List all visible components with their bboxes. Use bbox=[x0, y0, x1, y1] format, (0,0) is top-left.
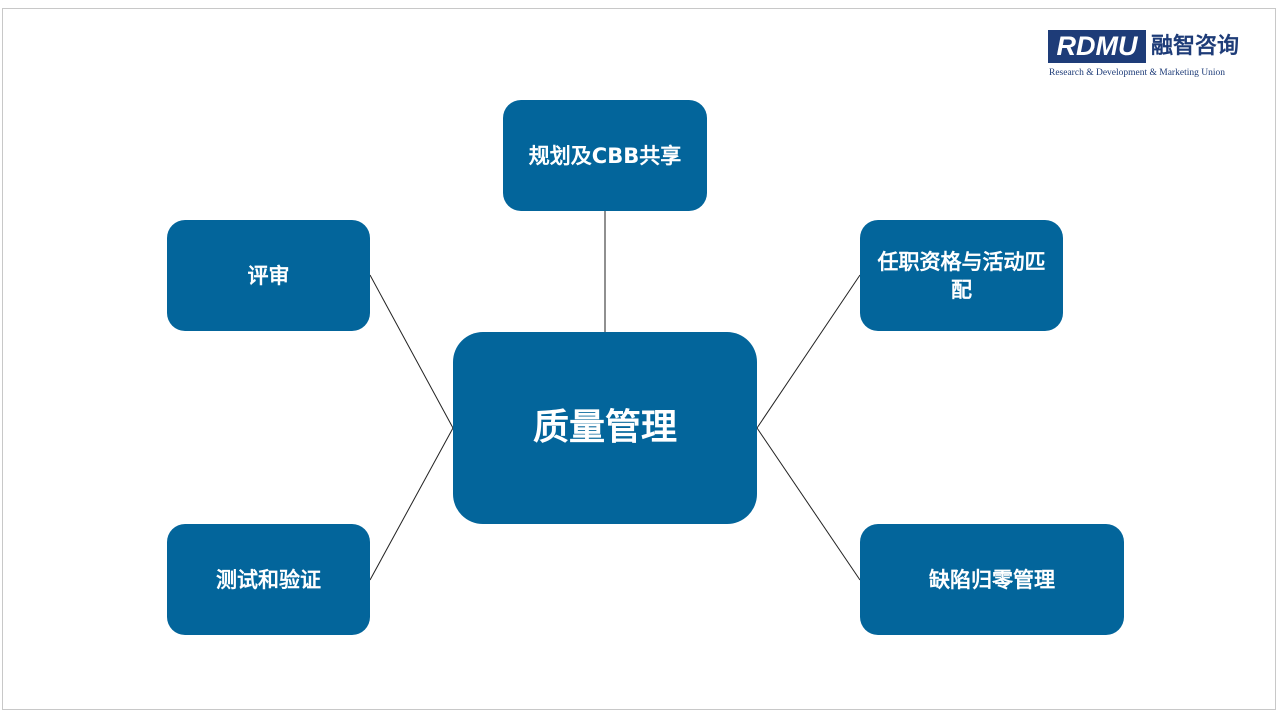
logo-abbr: RDMU bbox=[1048, 30, 1146, 63]
node-review: 评审 bbox=[167, 220, 370, 331]
connector-lower-right bbox=[756, 427, 861, 581]
node-testing-verification: 测试和验证 bbox=[167, 524, 370, 635]
connector-lower-left bbox=[369, 427, 454, 581]
node-defect-zeroing-management: 缺陷归零管理 bbox=[860, 524, 1124, 635]
logo-chinese-name: 融智咨询 bbox=[1151, 33, 1240, 59]
connector-upper-right bbox=[756, 274, 861, 429]
connector-upper-left bbox=[369, 274, 454, 429]
center-node-quality-management: 质量管理 bbox=[453, 332, 757, 524]
node-planning-cbb-sharing: 规划及CBB共享 bbox=[503, 100, 707, 211]
logo-tagline: Research & Development & Marketing Union bbox=[1049, 68, 1225, 78]
rdmu-logo: RDMU 融智咨询 Research & Development & Marke… bbox=[1048, 30, 1258, 82]
node-qualification-activity-match: 任职资格与活动匹配 bbox=[860, 220, 1063, 331]
